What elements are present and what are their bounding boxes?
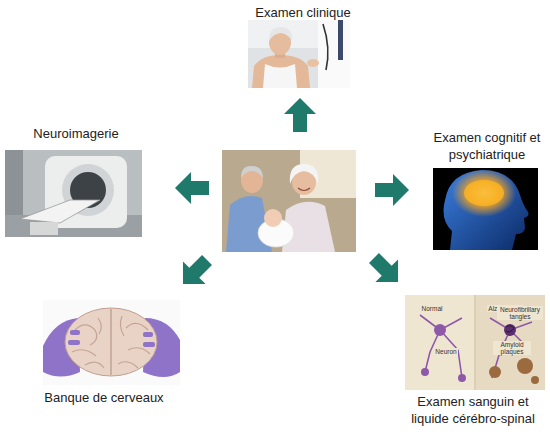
neuron-comparison-illustration-part: [506, 326, 514, 332]
arrow-group: [172, 98, 410, 295]
neuron-comparison-illustration-part: [504, 324, 516, 336]
neuron-comparison-illustration-part: [421, 368, 429, 376]
node-label: Examen sanguin et liquide cérébro-spinal: [402, 393, 544, 427]
family-photo: [222, 150, 356, 252]
brain-in-gloves-photo-part: [143, 342, 155, 347]
mri-scanner-photo-part: [30, 222, 58, 235]
annotation-text: Neurofibrillary tangles: [497, 306, 543, 320]
glowing-head-image-part: [433, 168, 538, 250]
image-annotation: Neurofibrillary tangles: [497, 305, 543, 323]
family-photo-part: [298, 188, 310, 191]
clinical-exam-photo-part: [307, 59, 319, 67]
block-arrow: [284, 98, 316, 132]
node-label: Examen clinique: [255, 4, 350, 21]
family-photo-part: [290, 164, 318, 184]
glowing-head-image: [433, 168, 538, 250]
image-annotation: Amyloid plaques: [493, 340, 531, 358]
caption-box: Examen sanguin et liquide cérébro-spinal: [399, 393, 547, 427]
neuron-comparison-illustration-part: [405, 295, 545, 390]
neuron-comparison-illustration-part: [420, 315, 532, 378]
clinical-exam-photo-part: [323, 24, 328, 70]
clinical-exam-photo-part: [248, 20, 350, 88]
mri-scanner-photo: [5, 150, 142, 237]
block-arrow: [172, 249, 219, 296]
glowing-head-image-part: [444, 170, 529, 250]
brain-in-gloves-photo-part: [68, 340, 80, 345]
annotation-text: Amyloid plaques: [493, 341, 531, 355]
caption-box: Examen cognitif et psychiatrique: [430, 129, 544, 163]
caption-box: Banque de cerveaux: [41, 388, 167, 406]
clinical-exam-photo-part: [318, 20, 350, 88]
annotation-text: Normal: [421, 305, 444, 312]
neuron-comparison-illustration-part-part: [490, 318, 532, 378]
glowing-head-image-part: [464, 180, 504, 206]
neuron-comparison-illustration-part: [531, 376, 539, 384]
brain-in-gloves-photo-part: [65, 308, 157, 376]
family-photo-part: [222, 150, 356, 252]
node-label: Neuroimagerie: [33, 125, 118, 142]
glowing-head-image-part: [452, 169, 516, 217]
neuron-comparison-illustration-part-part: [420, 315, 462, 378]
block-arrow: [363, 247, 410, 294]
caption-box: Neuroimagerie: [30, 124, 122, 142]
block-arrow: [175, 172, 209, 204]
clinical-exam-photo-part: [338, 20, 343, 60]
clinical-exam-photo: [248, 20, 350, 88]
mri-scanner-photo-part: [20, 200, 100, 223]
neuron-comparison-illustration-part: [434, 324, 446, 336]
clinical-exam-photo-part: [263, 64, 297, 88]
mri-scanner-photo-part: [5, 150, 142, 237]
family-photo-part: [264, 209, 282, 227]
brain-in-gloves-photo: [43, 300, 180, 385]
node-label: Examen cognitif et psychiatrique: [433, 129, 541, 163]
brain-in-gloves-photo-part: [143, 332, 153, 337]
image-annotation: Neuron: [433, 340, 459, 358]
neuron-comparison-illustration-part: [476, 295, 545, 390]
clinical-exam-photo-part: [252, 55, 310, 88]
family-photo-part: [241, 166, 263, 178]
brain-in-gloves-photo-part: [43, 300, 180, 385]
neuron-comparison-illustration-part: [517, 358, 533, 374]
block-arrow: [375, 174, 409, 206]
neuron-comparison-illustration-part: [489, 366, 501, 378]
node-label: Banque de cerveaux: [44, 389, 163, 406]
neuron-comparison-illustration: [405, 295, 545, 390]
brain-in-gloves-photo-part: [70, 330, 80, 335]
caption-box: Examen clinique: [252, 3, 354, 21]
brain-in-gloves-photo-part: [72, 316, 150, 368]
brain-in-gloves-photo-part: [110, 309, 111, 375]
annotation-text: Neuron: [434, 348, 457, 355]
neuron-comparison-illustration-part: [458, 374, 466, 382]
neuron-comparison-illustration-part: [475, 295, 476, 390]
image-annotation: Normal: [420, 297, 445, 315]
clinical-exam-photo-part: [269, 27, 292, 41]
